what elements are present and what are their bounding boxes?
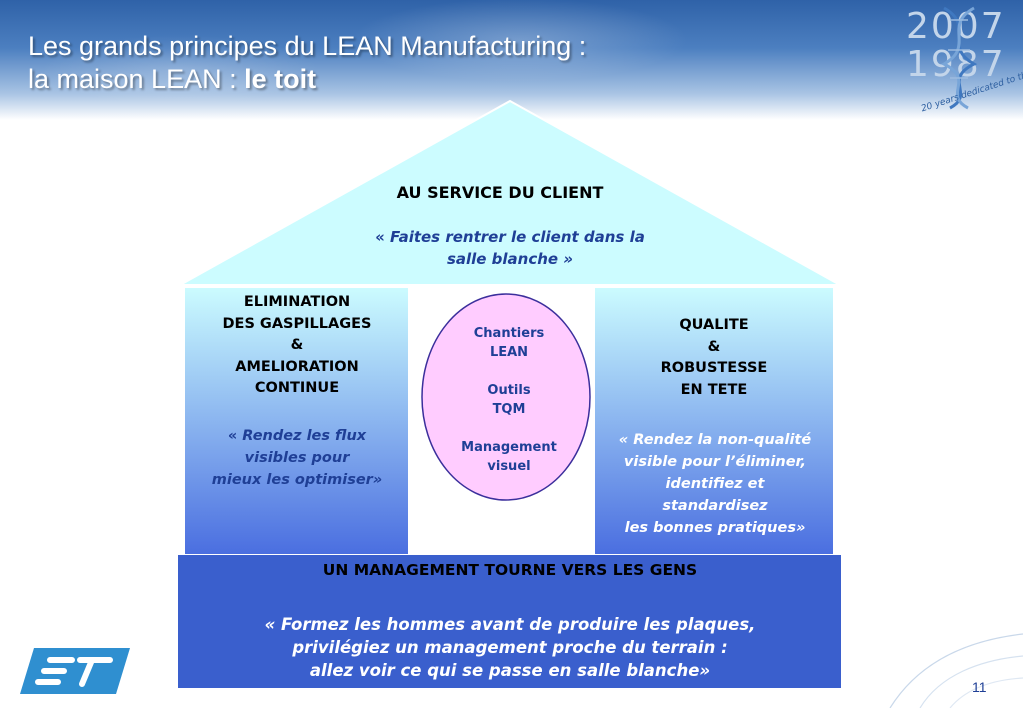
right-heading-line: ROBUSTESSE <box>660 360 768 376</box>
center-line: visuel <box>487 459 531 474</box>
left-quote-line-3: mieux les optimiser» <box>211 472 383 488</box>
foundation-quote-line: allez voir ce qui se passe en salle blan… <box>309 661 711 680</box>
left-pillar-heading: ELIMINATION DES GASPILLAGES & AMELIORATI… <box>187 292 407 400</box>
house-roof <box>176 99 844 286</box>
center-ellipse-text: Chantiers LEAN Outils TQM Management vis… <box>440 324 578 476</box>
foundation-quote-line: « Formez les hommes avant de produire le… <box>264 615 756 634</box>
right-pillar-heading: QUALITE & ROBUSTESSE EN TETE <box>596 315 832 401</box>
left-heading-line: DES GASPILLAGES <box>222 315 372 332</box>
left-heading-line: & <box>290 337 304 353</box>
center-line: Outils <box>487 383 531 398</box>
center-ellipse <box>421 293 591 501</box>
st-logo-icon <box>20 648 130 694</box>
right-quote-line: standardisez <box>662 498 768 514</box>
title-line-2-prefix: la maison LEAN : <box>28 64 245 94</box>
left-quote-open: « <box>227 428 243 444</box>
foundation-block <box>178 555 841 688</box>
decorative-curves-icon <box>889 633 1023 708</box>
roof-quote-line-1: Faites rentrer le client dans la <box>390 228 645 246</box>
slide-title: Les grands principes du LEAN Manufacturi… <box>28 30 586 96</box>
title-line-1: Les grands principes du LEAN Manufacturi… <box>28 31 587 61</box>
left-heading-line: ELIMINATION <box>243 294 351 310</box>
roof-heading: AU SERVICE DU CLIENT <box>396 183 604 202</box>
right-heading-line: EN TETE <box>680 381 748 398</box>
roof-quote: « Faites rentrer le client dans la salle… <box>300 226 720 270</box>
right-quote-line: visible pour l’éliminer, <box>623 454 807 470</box>
center-line <box>440 419 578 438</box>
page-number: 11 <box>972 679 987 695</box>
center-line: Management <box>461 440 557 455</box>
right-quote-line: « Rendez la non-qualité <box>618 432 812 448</box>
left-quote-line-1: Rendez les flux <box>242 428 367 444</box>
center-line: LEAN <box>489 345 529 360</box>
anniversary-badge: 2007 1987 20 years dedicated to the futu… <box>900 6 1023 116</box>
right-quote-line: identifiez et <box>665 476 765 492</box>
right-pillar-quote: « Rendez la non-qualité visible pour l’é… <box>590 429 840 539</box>
right-quote-line: les bonnes pratiques» <box>624 520 806 536</box>
foundation-quote: « Formez les hommes avant de produire le… <box>180 613 840 682</box>
left-heading-line: AMELIORATION <box>235 358 359 375</box>
left-pillar <box>183 286 410 556</box>
roof-quote-line-2: salle blanche » <box>446 250 574 268</box>
left-pillar-quote: « Rendez les flux visibles pour mieux le… <box>185 425 409 491</box>
slide-header <box>0 0 1023 120</box>
badge-year-top: 2007 <box>906 6 1006 47</box>
right-heading-line: & <box>707 338 721 355</box>
right-heading-line: QUALITE <box>679 317 749 333</box>
dna-helix-icon <box>940 6 978 110</box>
center-line <box>440 362 578 381</box>
foundation-heading: UN MANAGEMENT TOURNE VERS LES GENS <box>322 561 698 579</box>
left-quote-line-2: visibles pour <box>244 450 350 466</box>
center-line: TQM <box>492 402 526 417</box>
roof-quote-open: « <box>375 228 391 246</box>
foundation-quote-line: privilégiez un management proche du terr… <box>292 638 728 657</box>
left-heading-line: CONTINUE <box>254 380 340 396</box>
title-line-2-bold: le toit <box>244 64 317 94</box>
center-line: Chantiers <box>473 326 545 341</box>
